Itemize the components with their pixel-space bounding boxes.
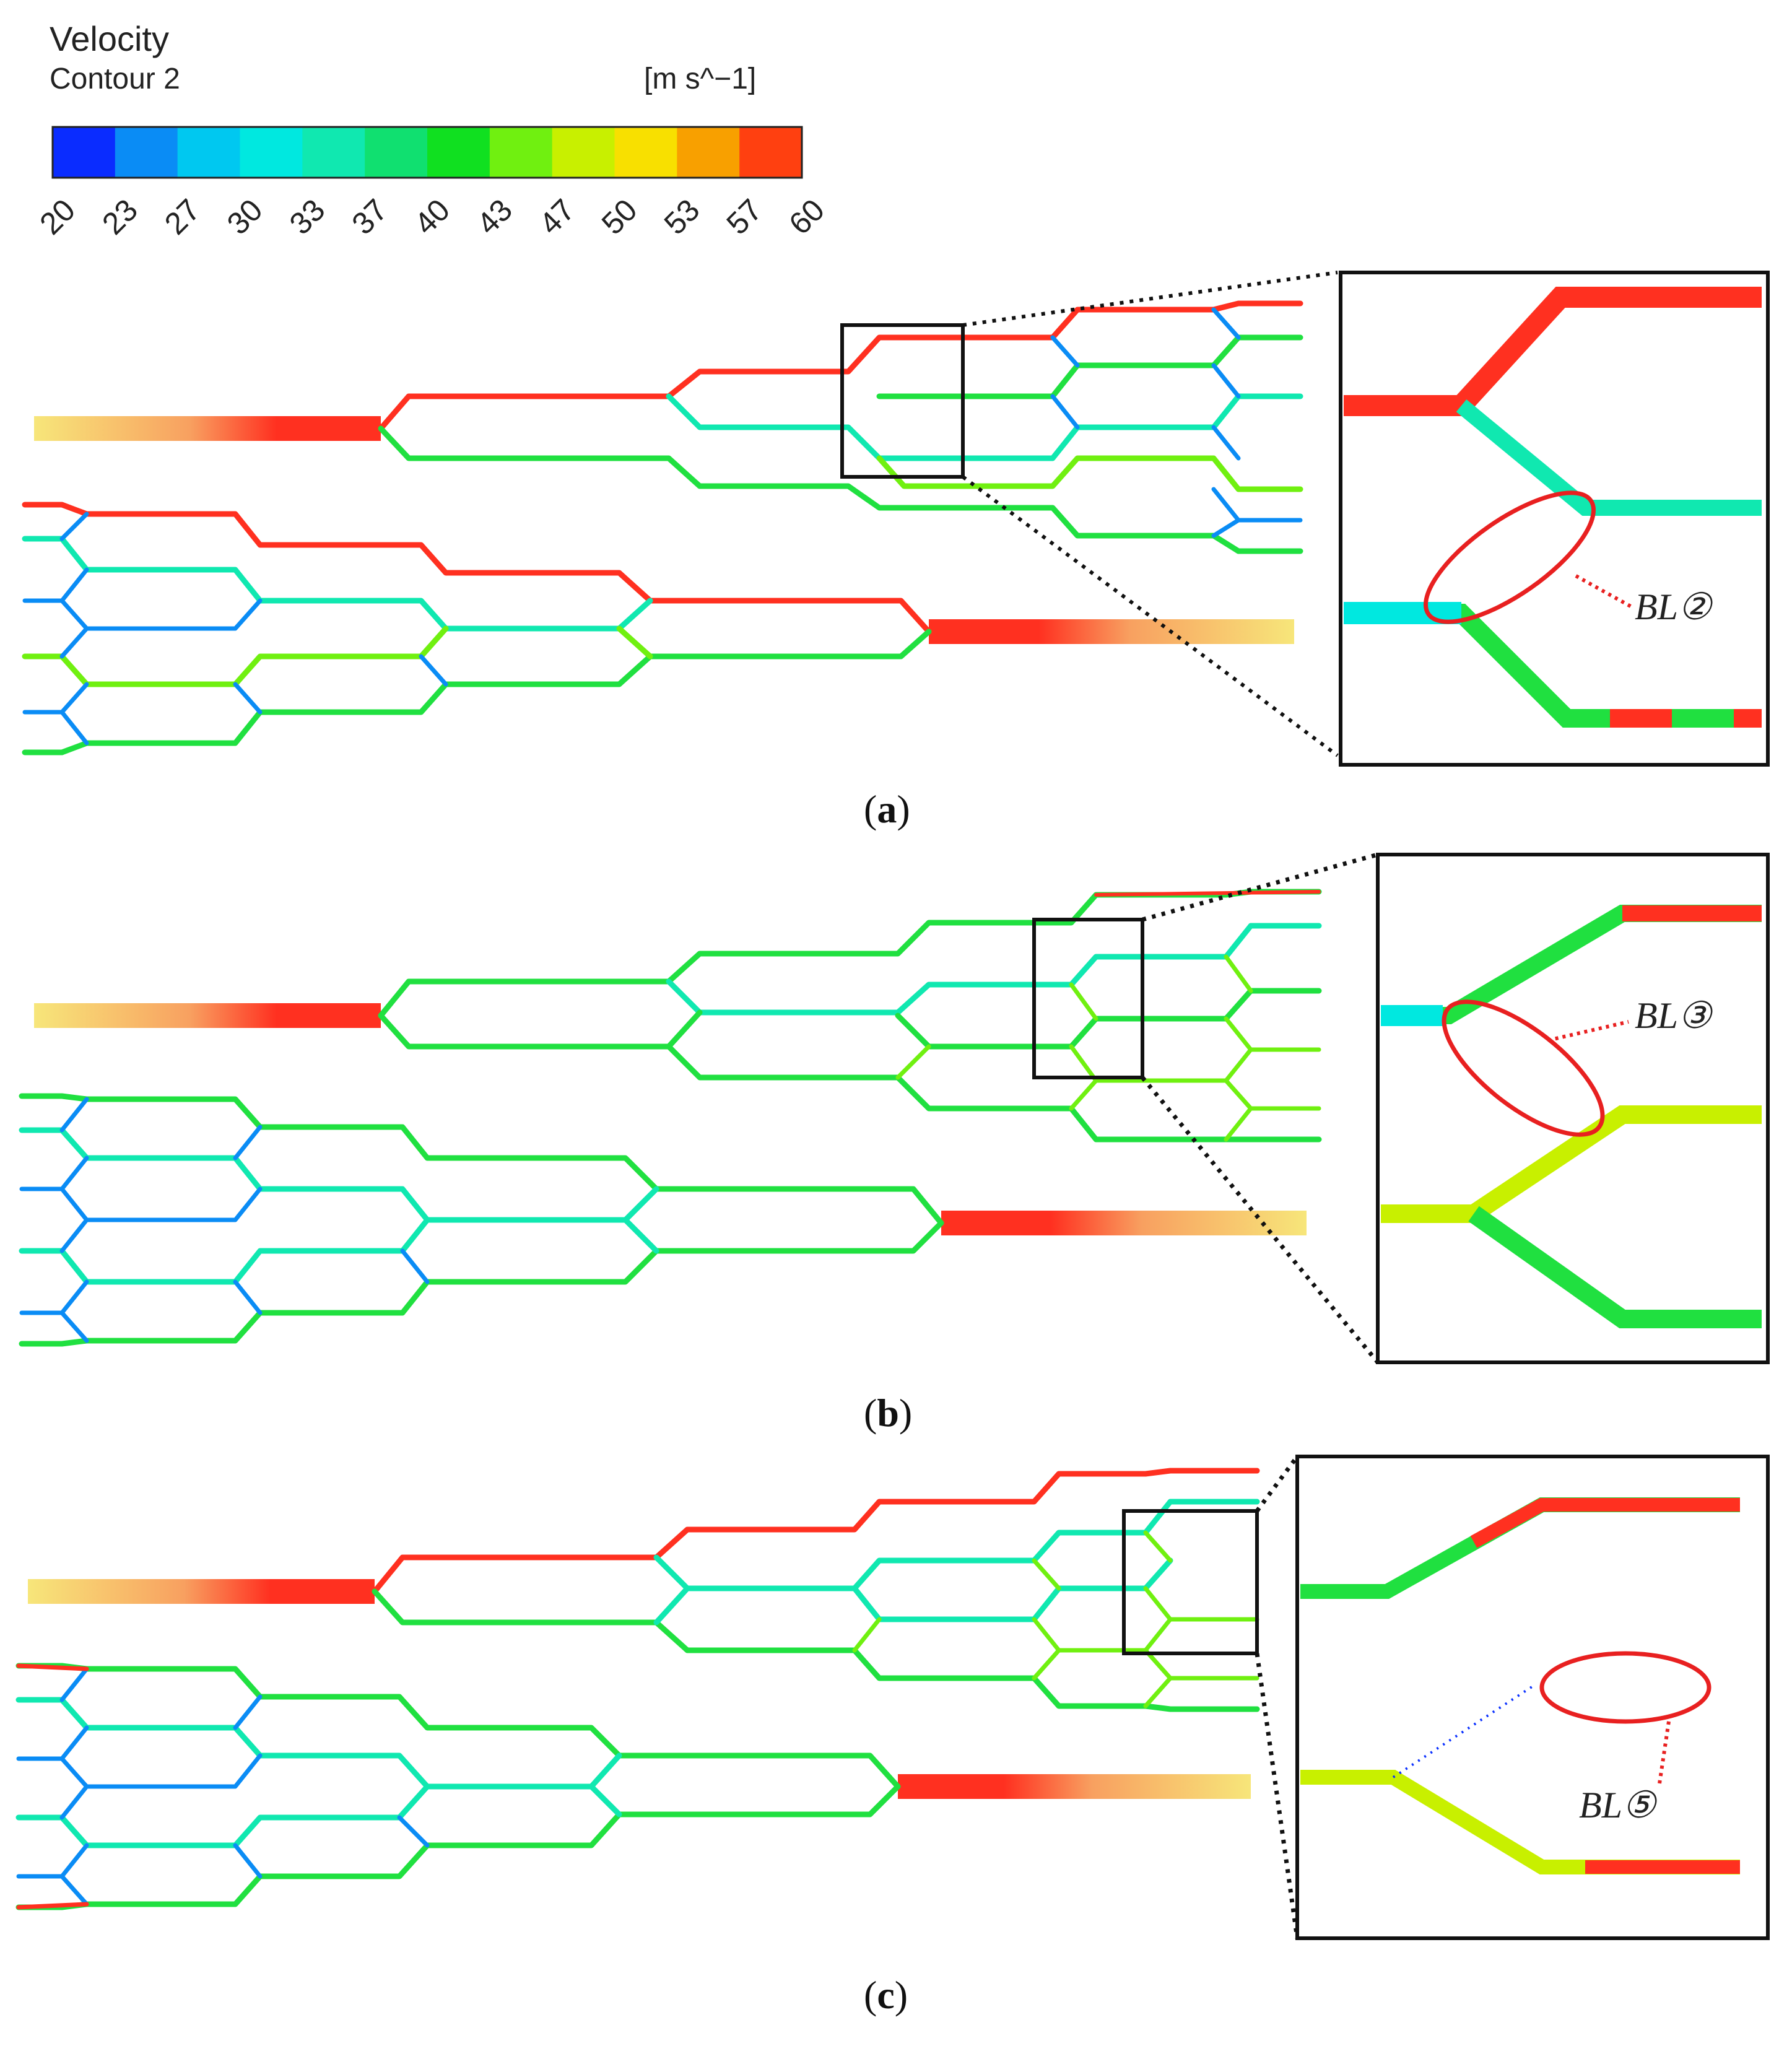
zoom-box-a bbox=[840, 323, 965, 479]
colorbar-segment bbox=[614, 127, 677, 178]
colorbar-tick-label: 27 bbox=[158, 193, 207, 242]
colorbar-segment bbox=[177, 127, 240, 178]
zoom-box-c bbox=[1122, 1509, 1259, 1655]
panel-c: BL⑤ bbox=[15, 1455, 1770, 1940]
colorbar-tick-label: 40 bbox=[407, 193, 456, 242]
inset-a: BL② bbox=[1339, 271, 1770, 767]
colorbar-segment bbox=[302, 127, 365, 178]
legend-title: Velocity bbox=[50, 19, 169, 58]
colorbar-tick-label: 53 bbox=[658, 193, 707, 242]
colorbar-segment bbox=[739, 127, 802, 178]
caption-b: (b) bbox=[864, 1391, 913, 1435]
panel-a-upper-channel bbox=[34, 300, 1303, 554]
zoom-box-b bbox=[1032, 918, 1144, 1079]
panel-a: BL② bbox=[22, 271, 1770, 767]
colorbar-tick-label: 30 bbox=[220, 193, 269, 242]
colorbar-tick-label: 60 bbox=[782, 193, 831, 242]
panel-b-upper-channel bbox=[34, 889, 1322, 1143]
colorbar-segment bbox=[53, 127, 116, 178]
inset-c: BL⑤ bbox=[1295, 1455, 1770, 1940]
colorbar-segment bbox=[365, 127, 428, 178]
colorbar-tick-label: 47 bbox=[533, 193, 581, 242]
panel-c-lower-channel bbox=[15, 1663, 1251, 1910]
legend-unit: [m s^−1] bbox=[644, 63, 757, 95]
legend-subtitle: Contour 2 bbox=[50, 63, 180, 95]
panel-b-lower-channel bbox=[19, 1093, 1307, 1347]
zoom-leader-bottom-a bbox=[962, 475, 1339, 757]
caption-c: (c) bbox=[864, 1973, 908, 2017]
inset-b: BL③ bbox=[1376, 853, 1770, 1364]
colorbar-tick-label: 20 bbox=[33, 193, 82, 242]
panel-c-upper-channel bbox=[28, 1468, 1260, 1712]
colorbar bbox=[51, 126, 803, 179]
colorbar-tick-label: 57 bbox=[720, 193, 768, 242]
panel-b: BL③ bbox=[19, 852, 1770, 1364]
caption-a: (a) bbox=[864, 787, 910, 831]
colorbar-tick-label: 33 bbox=[283, 193, 332, 242]
bl-ellipse-c bbox=[1539, 1651, 1712, 1724]
bl-ellipse-a bbox=[1423, 490, 1596, 624]
inlet-stream bbox=[34, 416, 381, 441]
colorbar-segment bbox=[427, 127, 490, 178]
colorbar-tick-label: 23 bbox=[95, 193, 144, 242]
bl-ellipse-b bbox=[1442, 999, 1605, 1137]
outlet-stream bbox=[929, 619, 1294, 644]
bl-label-a: BL② bbox=[1635, 586, 1713, 627]
zoom-leader-top-a bbox=[962, 271, 1338, 327]
colorbar-segment bbox=[552, 127, 615, 178]
colorbar-tick-label: 37 bbox=[345, 193, 394, 242]
colorbar-tick-label: 43 bbox=[470, 193, 519, 242]
colorbar-segment bbox=[489, 127, 553, 178]
bl-label-c: BL⑤ bbox=[1579, 1785, 1658, 1826]
colorbar-segment bbox=[240, 127, 303, 178]
colorbar-tick-label: 50 bbox=[595, 193, 644, 242]
panel-a-lower-channel bbox=[22, 502, 1294, 755]
bl-label-b: BL③ bbox=[1635, 995, 1713, 1036]
colorbar-segment bbox=[677, 127, 740, 178]
colorbar-frame bbox=[51, 126, 803, 179]
colorbar-segment bbox=[115, 127, 178, 178]
colorbar-ticks: 20 23 27 30 33 37 40 43 47 50 53 57 60 bbox=[33, 193, 831, 242]
